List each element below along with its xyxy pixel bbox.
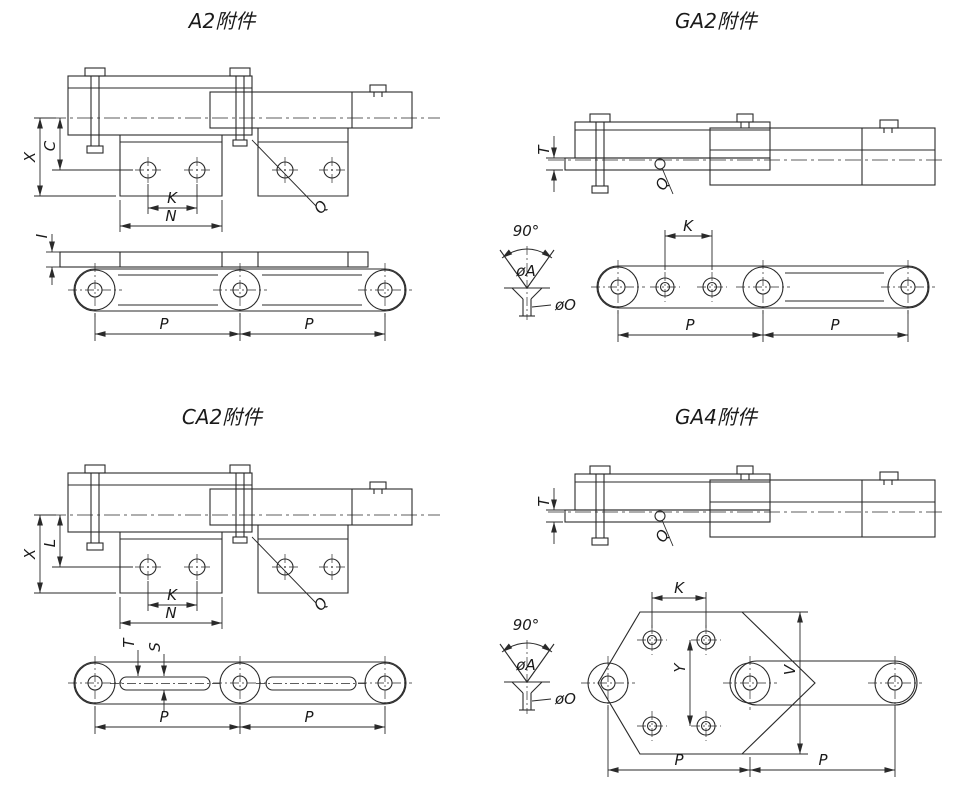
panel-ca2: CA2附件 X L K N Q — [21, 405, 440, 734]
ga4-dim-p1-label: P — [674, 751, 684, 769]
ga4-dim-k-label: K — [674, 579, 685, 597]
ga2-title: GA2附件 — [675, 9, 759, 33]
ca2-dim-k-label: K — [167, 586, 178, 604]
a2-title: A2附件 — [187, 9, 257, 33]
a2-dim-c: C — [41, 118, 133, 171]
ga2-dia-o-label: øO — [554, 296, 576, 314]
a2-dim-p: P P — [94, 313, 386, 341]
a2-dim-n-label: N — [165, 207, 176, 225]
ga4-dim-t: T — [535, 488, 572, 544]
a2-dim-p1-label: P — [159, 315, 169, 333]
a2-dim-i: I — [33, 233, 62, 285]
ca2-dim-p1-label: P — [159, 708, 169, 726]
a2-dim-x: X — [21, 117, 116, 197]
ga4-countersink-geometry — [500, 640, 554, 714]
ga4-angle-label: 90° — [513, 616, 540, 634]
ga4-side-view — [547, 465, 946, 546]
ga4-dim-q-label: Q — [652, 527, 673, 545]
panel-a2: A2附件 X C — [21, 9, 440, 341]
ga2-side-view — [547, 113, 946, 194]
ca2-plan-view — [68, 656, 412, 710]
ca2-dim-s-label: S — [146, 642, 164, 652]
ga2-dim-p: P P — [617, 310, 909, 342]
ga2-plan-view — [591, 260, 935, 314]
ga4-dim-p: P P — [607, 705, 896, 777]
ga4-dim-k: K — [651, 579, 707, 628]
ca2-dim-k: K — [147, 581, 198, 611]
ga4-dim-v: V — [742, 611, 808, 755]
ga4-dia-a-label: øA — [515, 656, 535, 674]
ca2-dim-q-label: Q — [310, 594, 332, 614]
ca2-dim-l: L — [41, 515, 133, 568]
ga4-dim-t-label: T — [535, 496, 553, 507]
ga2-dim-q: Q — [652, 167, 674, 195]
ca2-dim-s: S — [146, 642, 167, 712]
ga2-countersink-geometry — [500, 246, 554, 320]
a2-plan-view — [59, 251, 412, 317]
a2-dim-n: N — [119, 200, 223, 232]
ca2-dim-t: T — [120, 637, 141, 676]
ca2-dim-p: P P — [94, 706, 386, 734]
ga2-dim-t-label: T — [535, 144, 553, 155]
ga2-angle-label: 90° — [513, 222, 540, 240]
ca2-title: CA2附件 — [182, 405, 264, 429]
ga2-dim-t: T — [535, 136, 572, 192]
ga2-dim-p2-label: P — [830, 316, 840, 334]
ga4-plan-view — [580, 611, 923, 755]
a2-dim-i-label: I — [33, 233, 51, 238]
a2-dim-x-label: X — [21, 151, 39, 163]
ga2-dia-a-label: øA — [515, 262, 535, 280]
a2-dim-q: Q — [251, 139, 332, 217]
a2-chain-plan — [68, 263, 412, 317]
panel-ga4: GA4附件 T Q 90° øA øO — [500, 405, 946, 777]
ca2-dim-n: N — [119, 597, 223, 629]
ca2-dim-p2-label: P — [304, 708, 314, 726]
ca2-chain-side — [50, 465, 440, 593]
ga4-countersink-detail: 90° øA øO — [500, 616, 576, 714]
ca2-dim-x: X — [21, 514, 116, 594]
a2-chain-side — [50, 68, 440, 196]
ga4-dia-o-label: øO — [554, 690, 576, 708]
ga4-dim-p2-label: P — [818, 751, 828, 769]
ga2-dim-k: K — [664, 217, 713, 270]
ga2-dim-p1-label: P — [685, 316, 695, 334]
panel-ga2: GA2附件 T Q 90° øA øO — [500, 9, 946, 342]
ga4-dim-q: Q — [652, 519, 674, 547]
ga4-dim-y-label: Y — [671, 662, 689, 673]
ca2-dim-q: Q — [251, 536, 332, 614]
a2-dim-k-label: K — [167, 189, 178, 207]
a2-dim-k: K — [147, 184, 198, 214]
ga4-dim-y: Y — [671, 640, 693, 726]
ca2-dim-n-label: N — [165, 604, 176, 622]
ga2-chain-side — [547, 113, 946, 194]
ga2-dim-k-label: K — [683, 217, 694, 235]
ga4-title: GA4附件 — [675, 405, 759, 429]
ca2-dim-l-label: L — [41, 539, 59, 547]
a2-side-view — [50, 68, 440, 196]
a2-dim-p2-label: P — [304, 315, 314, 333]
ga4-chain-side — [547, 465, 946, 546]
a2-dim-q-label: Q — [310, 197, 332, 217]
ga2-chain-plan — [591, 260, 935, 314]
ga4-dim-v-label: V — [781, 663, 799, 675]
ga2-dim-q-label: Q — [652, 175, 673, 193]
ca2-dim-t-label: T — [120, 637, 138, 648]
ga2-countersink-detail: 90° øA øO — [500, 222, 576, 320]
a2-dim-c-label: C — [41, 140, 59, 151]
ca2-side-view — [50, 465, 440, 593]
ca2-dim-x-label: X — [21, 548, 39, 560]
